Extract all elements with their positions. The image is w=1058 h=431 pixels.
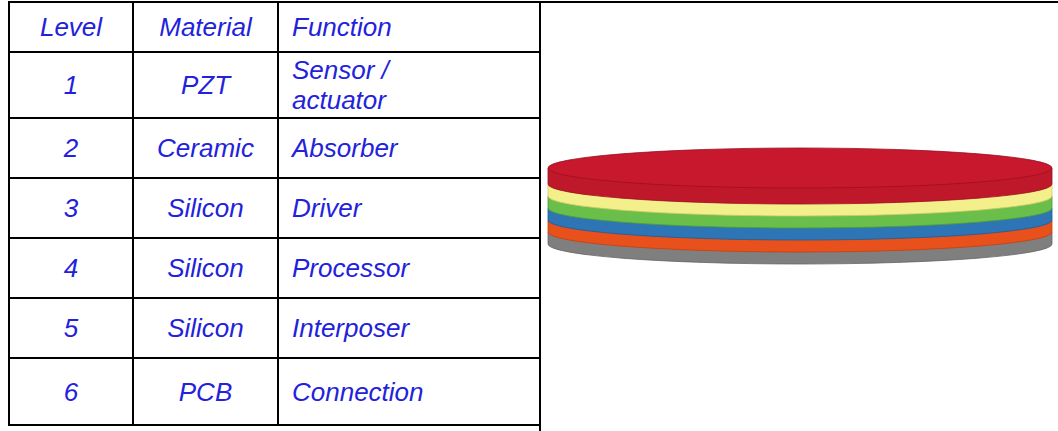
table-text: 2 [64,133,78,163]
table-cell: Silicon [133,238,278,298]
table-text: Silicon [167,313,244,343]
table-cell: Processor [278,238,540,298]
layer-stack [548,148,1052,264]
pzt-top [548,148,1052,188]
table-text: PZT [181,70,230,100]
table-cell: 1 [9,52,133,118]
table-cell: 2 [9,118,133,178]
table-text: Sensor / actuator [292,55,482,115]
table-text: 3 [64,193,78,223]
table-cell: Interposer [278,298,540,358]
table-text: PCB [179,377,232,407]
table-cell: Material [133,2,278,52]
table-text: Silicon [167,253,244,283]
table-text: Level [40,12,102,42]
table-cell: Silicon [133,298,278,358]
table-text: Absorber [292,133,398,163]
table-cell: 5 [9,298,133,358]
table-text: Interposer [292,313,409,343]
table-cell: Connection [278,358,540,425]
table-cell: Silicon [133,178,278,238]
table-text: 1 [64,70,78,100]
table-text: Connection [292,377,424,407]
table-cell: Function [278,2,540,52]
table-cell: Sensor / actuator [278,52,540,118]
table-text: 5 [64,313,78,343]
table-cell: PCB [133,358,278,425]
table-cell: 3 [9,178,133,238]
table-text: Ceramic [157,133,254,163]
table-text: Processor [292,253,409,283]
table-cell: PZT [133,52,278,118]
table-text: 6 [64,377,78,407]
table-cell: 6 [9,358,133,425]
table-text: Function [292,12,392,42]
table-cell: Level [9,2,133,52]
table-cell: Absorber [278,118,540,178]
table-cell: 4 [9,238,133,298]
table-text: 4 [64,253,78,283]
table-text: Driver [292,193,361,223]
table-cell: Driver [278,178,540,238]
table-text: Material [159,12,251,42]
table-cell: Ceramic [133,118,278,178]
table-grid [8,2,1058,431]
table-text: Silicon [167,193,244,223]
